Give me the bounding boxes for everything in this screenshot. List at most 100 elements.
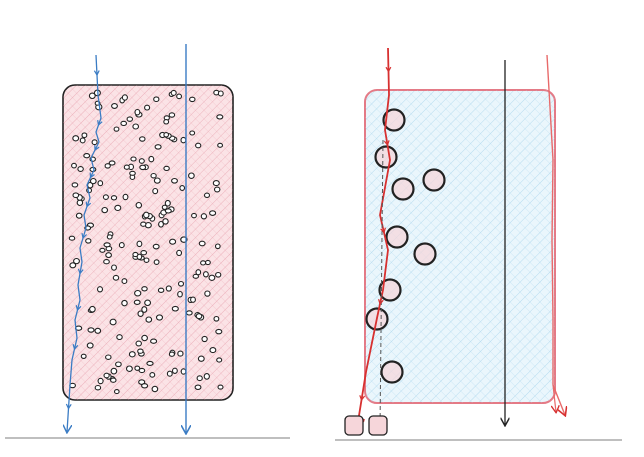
right-scatter-arrowheads	[359, 66, 392, 402]
small-particle	[148, 155, 155, 163]
ray-arrowhead	[85, 201, 92, 208]
left-scattered-ray	[67, 54, 102, 432]
small-particle	[113, 126, 120, 132]
small-particle	[202, 271, 209, 278]
small-particle	[73, 257, 80, 265]
small-particle	[171, 367, 178, 374]
small-particle	[143, 257, 150, 263]
small-particle	[83, 153, 91, 159]
ray-arrowhead	[93, 70, 100, 77]
left-panel	[5, 44, 290, 439]
small-particle	[203, 192, 211, 199]
large-particle	[413, 242, 437, 266]
small-particle	[115, 361, 122, 368]
small-particle	[114, 204, 122, 212]
small-particle	[180, 136, 187, 144]
right-edge-branch	[553, 384, 556, 412]
small-particle	[97, 377, 104, 385]
small-particle	[153, 96, 160, 103]
small-particle	[136, 240, 143, 248]
ray-arrowhead	[385, 66, 392, 73]
small-particle	[118, 242, 125, 249]
small-particle	[140, 221, 147, 227]
small-particle	[164, 199, 171, 207]
small-particle	[170, 89, 177, 96]
small-particle	[152, 243, 160, 250]
small-particle	[168, 351, 175, 357]
small-particle	[198, 240, 206, 247]
small-particle	[109, 318, 117, 326]
small-particle	[130, 156, 137, 162]
small-particle	[103, 259, 110, 265]
small-particle	[139, 164, 147, 171]
small-particle	[176, 93, 183, 100]
small-particle	[179, 185, 186, 191]
small-particle	[194, 384, 202, 391]
small-particle	[177, 350, 184, 357]
small-particle	[128, 351, 136, 358]
ray-arrowhead	[383, 140, 390, 147]
small-particle	[135, 340, 142, 347]
small-particle	[110, 367, 118, 375]
small-particle	[110, 195, 118, 201]
small-particle	[195, 142, 202, 149]
ray-arrowhead	[89, 172, 95, 179]
small-particle	[94, 384, 102, 391]
small-particle	[208, 274, 216, 281]
small-particle	[101, 206, 109, 214]
small-particle	[140, 250, 148, 256]
ray-arrowhead	[65, 403, 72, 410]
small-particle	[111, 264, 117, 271]
small-particle	[135, 201, 143, 209]
small-particle	[141, 286, 148, 292]
small-particle	[89, 305, 96, 313]
small-particle	[123, 164, 130, 170]
small-particle	[99, 247, 106, 253]
ray-arrowhead	[97, 120, 103, 127]
small-particle	[134, 365, 141, 371]
small-particle	[103, 242, 111, 248]
small-particle	[144, 104, 151, 111]
small-particle	[137, 310, 144, 317]
small-particle	[217, 142, 224, 148]
small-particle	[155, 314, 164, 321]
ray-arrowhead	[94, 144, 100, 152]
small-particle	[138, 367, 146, 374]
small-particle	[189, 96, 196, 103]
small-particle	[72, 135, 80, 142]
small-particle	[146, 360, 154, 366]
small-particle	[191, 212, 197, 219]
small-particle	[217, 90, 224, 97]
small-particle	[110, 377, 117, 383]
small-particle	[129, 170, 136, 176]
small-particle	[152, 187, 159, 195]
small-particle	[150, 172, 157, 179]
small-particle	[195, 313, 203, 320]
ray-arrowhead	[77, 268, 84, 275]
large-particle	[380, 360, 404, 384]
small-particle	[86, 342, 94, 349]
small-particle	[169, 238, 177, 245]
right-medium-crosshatch	[365, 90, 555, 403]
small-particle	[122, 193, 129, 201]
small-particle	[166, 370, 173, 377]
small-particle	[106, 234, 113, 240]
small-particle	[81, 132, 88, 139]
small-particle	[105, 354, 112, 360]
small-particle	[157, 287, 165, 293]
small-particle	[97, 180, 104, 187]
small-particle	[102, 194, 109, 200]
small-particle	[103, 372, 110, 379]
small-particle	[165, 285, 172, 292]
small-particle	[116, 334, 123, 341]
small-particle	[177, 280, 185, 287]
small-particle	[215, 328, 223, 335]
small-particle	[137, 348, 144, 354]
small-particle	[189, 130, 196, 136]
large-particle	[374, 145, 398, 169]
small-particle	[77, 166, 84, 172]
right-panel	[335, 47, 622, 441]
small-particle	[200, 260, 207, 266]
